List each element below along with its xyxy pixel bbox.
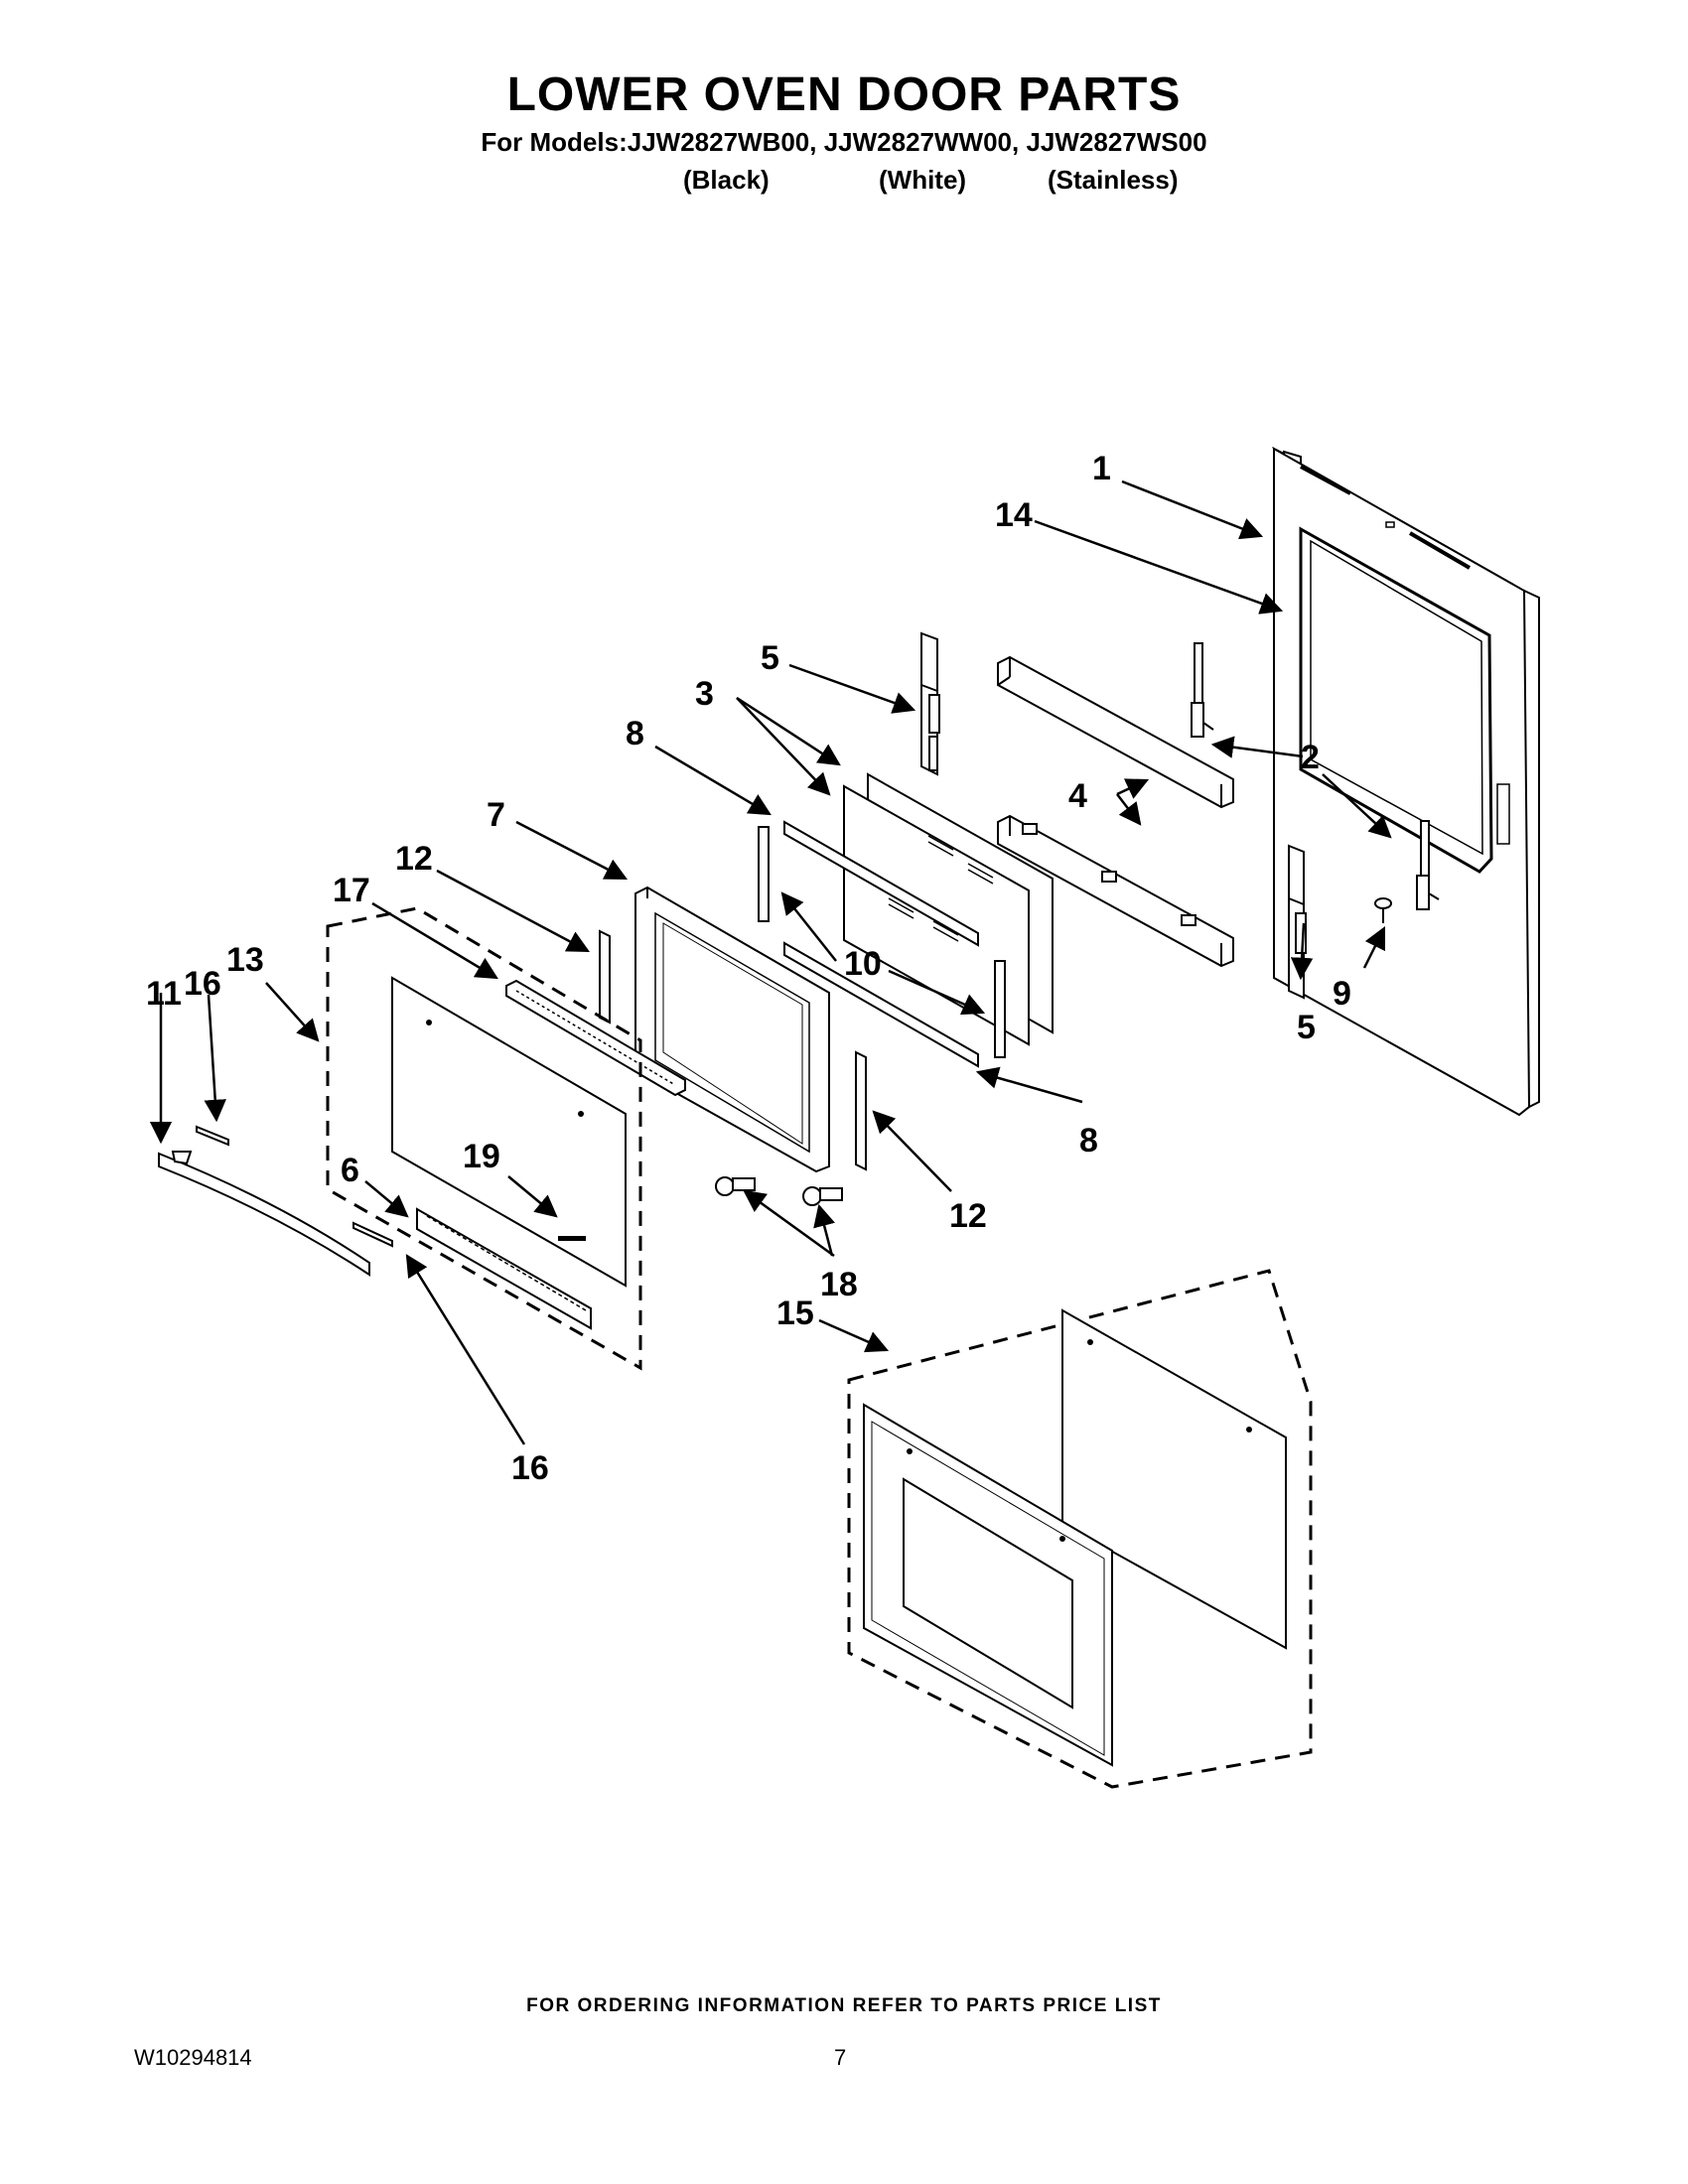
door-frame — [634, 886, 830, 1173]
callout-7: 7 — [487, 796, 505, 834]
document-number: W10294814 — [134, 2045, 252, 2070]
finish-white: (White) — [879, 165, 967, 195]
handle-cap-upper — [196, 1125, 229, 1147]
callout-labels: 1 14 5 3 8 2 4 7 12 17 10 13 11 16 9 5 8… — [146, 450, 1351, 1487]
ordering-note: FOR ORDERING INFORMATION REFER TO PARTS … — [526, 1995, 1162, 2016]
channel-lower — [997, 814, 1234, 968]
page-number: 7 — [834, 2045, 847, 2070]
callout-12-upper: 12 — [395, 840, 433, 878]
callout-9: 9 — [1333, 975, 1351, 1013]
outer-door-assembly — [326, 906, 642, 1371]
callout-17: 17 — [333, 872, 370, 909]
mounting-screw-right — [802, 1186, 843, 1206]
callout-13: 13 — [226, 941, 264, 979]
callout-8-lower: 8 — [1079, 1122, 1098, 1160]
callout-11: 11 — [146, 975, 182, 1013]
leader-arrows — [149, 479, 1392, 1445]
screw — [1374, 897, 1392, 923]
callout-14: 14 — [995, 496, 1033, 534]
channel-upper — [997, 655, 1234, 809]
spacer-right — [994, 960, 1006, 1058]
callout-3: 3 — [695, 675, 714, 713]
callout-15: 15 — [776, 1295, 814, 1332]
hinge-bracket-lower — [1288, 844, 1307, 1000]
hinge-bracket-upper — [920, 631, 940, 776]
callout-5-lower: 5 — [1297, 1009, 1316, 1046]
inner-door-panel — [1272, 446, 1540, 1117]
hinge-upper — [1191, 642, 1214, 738]
callout-16-upper: 16 — [184, 965, 221, 1003]
handle-cap-lower — [352, 1221, 393, 1248]
callout-2: 2 — [1301, 739, 1320, 776]
outer-glass-panels — [847, 1269, 1313, 1789]
callout-4: 4 — [1068, 777, 1087, 815]
callout-6: 6 — [341, 1152, 359, 1189]
page-title: LOWER OVEN DOOR PARTS — [506, 68, 1182, 121]
door-handle — [158, 1151, 370, 1277]
callout-5-upper: 5 — [761, 639, 779, 677]
finish-stainless: (Stainless) — [1048, 165, 1179, 195]
callout-19: 19 — [463, 1138, 500, 1175]
callout-16-lower: 16 — [511, 1449, 549, 1487]
finish-black: (Black) — [683, 165, 770, 195]
side-trim-right — [855, 1050, 867, 1171]
callout-18: 18 — [820, 1266, 858, 1303]
models-line: For Models:JJW2827WB00, JJW2827WW00, JJW… — [481, 127, 1207, 157]
spacer-bottom — [783, 941, 979, 1068]
callout-1: 1 — [1092, 450, 1111, 487]
side-trim-left — [599, 929, 611, 1024]
spacer-top — [783, 820, 979, 947]
spacer-left — [758, 826, 770, 922]
callout-12-lower: 12 — [949, 1197, 987, 1235]
callout-10: 10 — [844, 945, 882, 983]
mounting-screw-left — [715, 1176, 756, 1196]
callout-8-upper: 8 — [626, 715, 644, 752]
hinge-lower — [1416, 820, 1440, 910]
